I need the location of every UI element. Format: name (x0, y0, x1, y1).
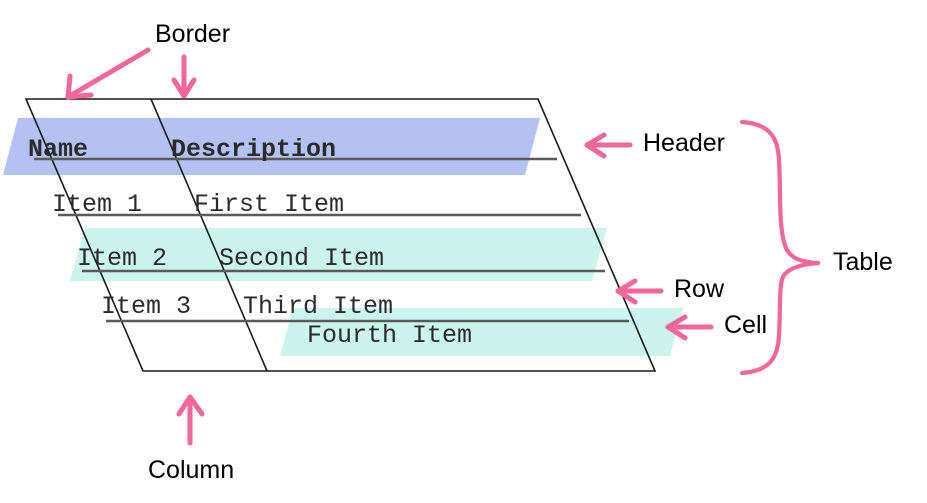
arrow-border-down (171, 54, 197, 99)
column-divider-line (150, 98, 268, 372)
arrow-column-up (176, 394, 205, 446)
arrow-border-diagonal (65, 47, 151, 100)
annotation-label-table: Table (833, 248, 893, 276)
cell-row1-description: First Item (194, 190, 344, 219)
cell-row3-description: Third Item (243, 292, 393, 321)
annotation-label-header: Header (643, 129, 725, 157)
header-cell-name: Name (28, 135, 88, 164)
row-highlight-band-item2 (70, 228, 607, 281)
header-highlight-band (3, 118, 540, 175)
cell-row2-description: Second Item (219, 244, 384, 273)
cell-row1-name: Item 1 (52, 190, 142, 219)
annotation-label-cell: Cell (724, 311, 768, 339)
annotation-label-column: Column (148, 456, 235, 484)
arrow-header-left (584, 132, 633, 159)
cell-row4-description: Fourth Item (307, 321, 472, 350)
cell-row3-name: Item 3 (101, 292, 191, 321)
brace-table (739, 119, 821, 376)
table-outline (24, 98, 657, 372)
header-cell-description: Description (171, 135, 336, 164)
annotation-label-row: Row (674, 275, 725, 303)
cell-row2-name: Item 2 (77, 244, 167, 273)
arrow-row-left (615, 278, 664, 305)
annotation-label-border: Border (155, 20, 231, 48)
arrow-cell-left (665, 314, 714, 341)
